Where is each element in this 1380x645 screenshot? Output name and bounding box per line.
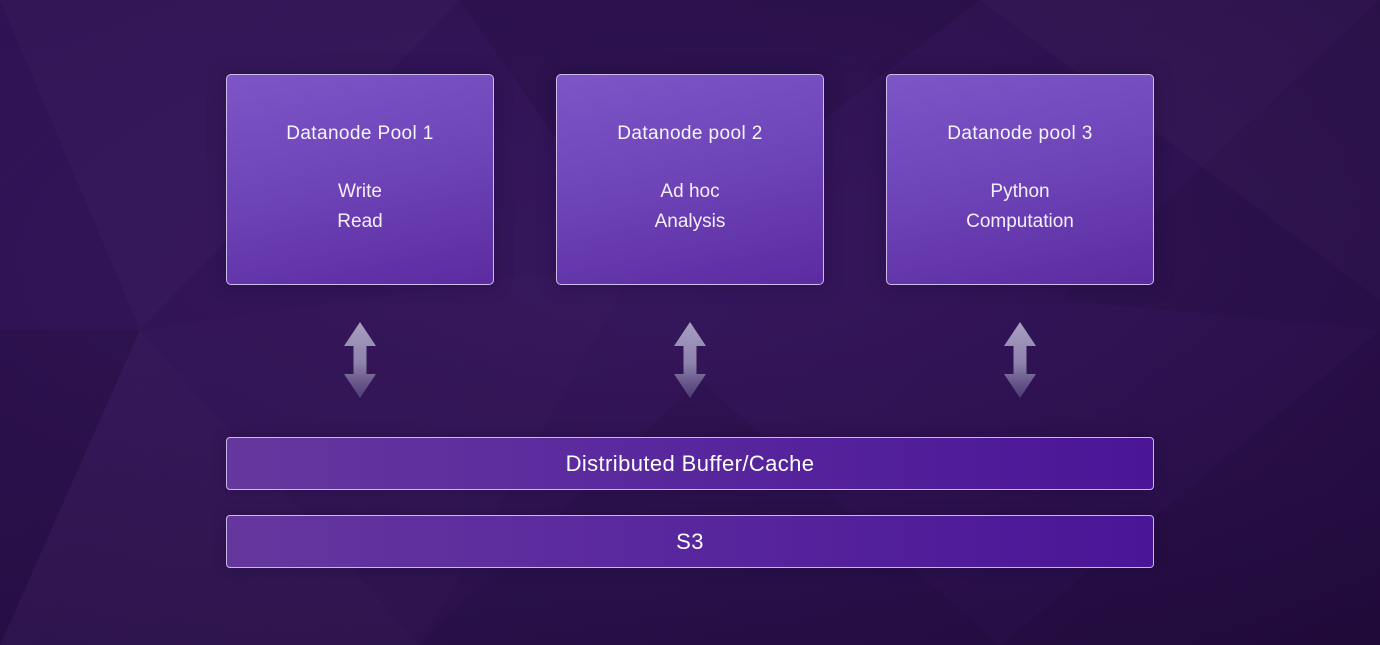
pool-box-3: Datanode pool 3 Python Computation bbox=[886, 74, 1154, 285]
pool-line: Python bbox=[990, 181, 1050, 202]
pool-box-1: Datanode Pool 1 Write Read bbox=[226, 74, 494, 285]
pool-line: Ad hoc bbox=[660, 181, 720, 202]
pool-title: Datanode Pool 1 bbox=[286, 123, 434, 144]
pool-line: Read bbox=[337, 211, 383, 232]
pool-line: Write bbox=[338, 181, 382, 202]
s3-bar: S3 bbox=[226, 515, 1154, 568]
pool-title: Datanode pool 2 bbox=[617, 123, 763, 144]
pool-line: Computation bbox=[966, 211, 1074, 232]
layer-label: Distributed Buffer/Cache bbox=[565, 450, 815, 476]
pool-workload-lines: Write Read bbox=[227, 177, 493, 237]
updown-arrow-icon bbox=[1002, 322, 1038, 398]
pool-line: Analysis bbox=[654, 211, 726, 232]
layer-label: S3 bbox=[676, 528, 704, 554]
updown-arrow-icon bbox=[672, 322, 708, 398]
pool-workload-lines: Python Computation bbox=[887, 177, 1153, 237]
pool-title: Datanode pool 3 bbox=[947, 123, 1093, 144]
pool-workload-lines: Ad hoc Analysis bbox=[557, 177, 823, 237]
distributed-buffer-cache-bar: Distributed Buffer/Cache bbox=[226, 437, 1154, 490]
updown-arrow-icon bbox=[342, 322, 378, 398]
pool-box-2: Datanode pool 2 Ad hoc Analysis bbox=[556, 74, 824, 285]
